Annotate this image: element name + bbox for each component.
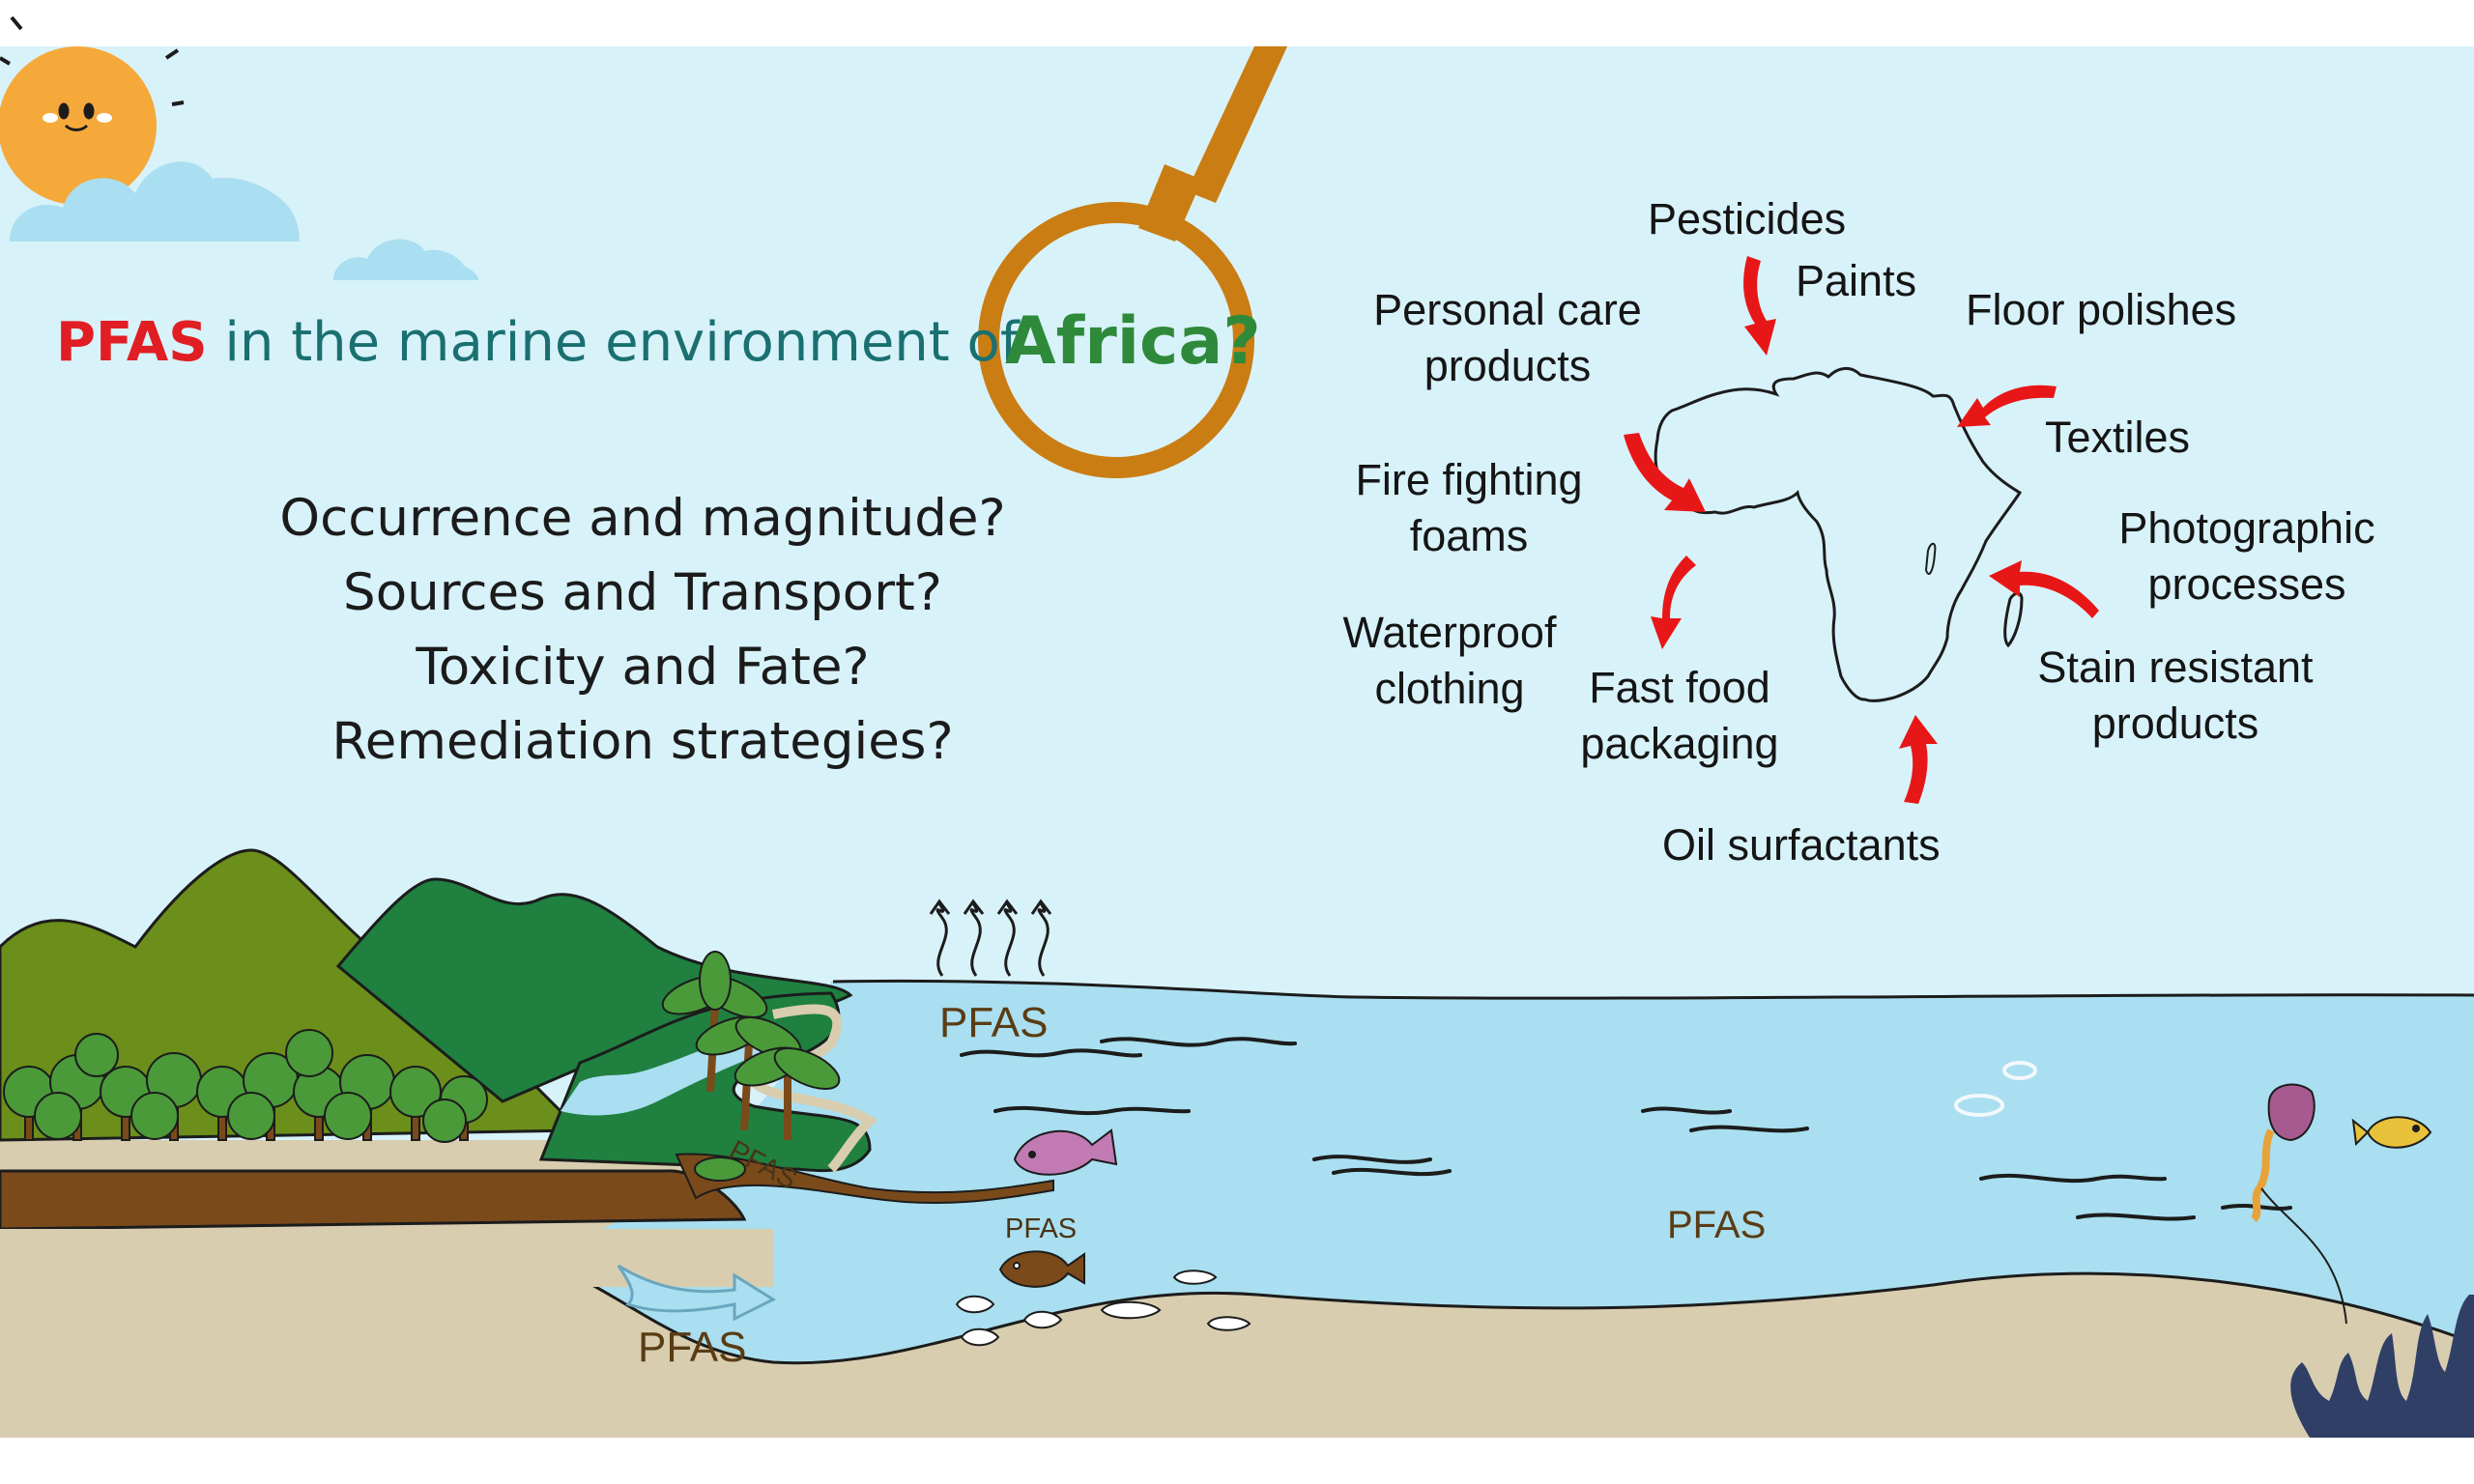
title-middle: in the marine environment of <box>224 311 1020 374</box>
jellyfish <box>2250 1083 2347 1325</box>
source-paints: Paints <box>1796 256 1917 305</box>
question-occurrence: Occurrence and magnitude? <box>279 489 1006 548</box>
source-pesticides: Pesticides <box>1648 194 1847 243</box>
source-photographic: Photographic processes <box>2107 500 2387 613</box>
fish-yellow <box>2351 1116 2432 1149</box>
evaporation-arrows <box>929 899 1052 977</box>
source-fast-food-line1: Fast food <box>1589 663 1770 712</box>
source-oil-surfactants: Oil surfactants <box>1662 820 1941 870</box>
source-stain-resistant-line1: Stain resistant <box>2037 642 2314 692</box>
source-stain-resistant: Stain resistant products <box>2026 640 2325 752</box>
source-stain-resistant-line2: products <box>2091 699 2259 748</box>
soil-strip-shore <box>675 1153 1054 1205</box>
cloud-large <box>10 161 300 242</box>
source-personal-care-line1: Personal care <box>1373 285 1642 334</box>
source-personal-care-line2: products <box>1424 341 1592 390</box>
coral <box>2290 1295 2474 1438</box>
groundwater-arrow <box>617 1264 777 1322</box>
question-toxicity: Toxicity and Fate? <box>416 638 870 697</box>
pfas-label-fish: PFAS <box>1005 1213 1078 1244</box>
lakes <box>1924 542 1937 575</box>
land-below-soil <box>0 1229 773 1287</box>
title: PFAS in the marine environment of <box>56 311 1020 374</box>
source-fast-food-line2: packaging <box>1580 719 1779 768</box>
source-personal-care: Personal care products <box>1363 282 1653 394</box>
red-arrows <box>1624 256 2099 804</box>
title-africa: Africa? <box>1005 303 1261 380</box>
title-pfas: PFAS <box>56 311 208 374</box>
source-waterproof-line1: Waterproof <box>1342 608 1557 657</box>
sea-surface-line <box>832 979 2474 1000</box>
source-fire-fighting: Fire fighting foams <box>1348 452 1590 564</box>
pfas-label-ocean: PFAS <box>1667 1204 1767 1246</box>
question-remediation: Remediation strategies? <box>331 712 954 771</box>
pfas-label-air: PFAS <box>939 999 1049 1046</box>
source-fast-food: Fast food packaging <box>1573 660 1786 772</box>
source-fire-fighting-line2: foams <box>1409 511 1529 560</box>
source-floor-polishes: Floor polishes <box>1966 285 2237 334</box>
question-sources: Sources and Transport? <box>343 563 942 622</box>
pfas-label-groundwater: PFAS <box>638 1324 747 1371</box>
cloud-small <box>333 239 478 280</box>
small-fish-school <box>955 1270 1251 1347</box>
sun <box>0 15 185 205</box>
bubbles <box>1954 1061 2037 1117</box>
fish-pink <box>1013 1128 1118 1176</box>
source-photographic-line1: Photographic <box>2118 503 2375 553</box>
source-fire-fighting-line1: Fire fighting <box>1355 455 1583 504</box>
magnifier <box>978 46 1287 478</box>
source-waterproof: Waterproof clothing <box>1334 605 1566 717</box>
soil-layer <box>0 1169 747 1231</box>
source-waterproof-line2: clothing <box>1374 664 1525 713</box>
forest <box>3 1029 488 1143</box>
research-questions: Occurrence and magnitude? Sources and Tr… <box>256 481 1029 779</box>
palm-trees <box>661 951 841 1182</box>
source-textiles: Textiles <box>2045 413 2191 462</box>
waves <box>960 1037 2292 1221</box>
fish-brown <box>998 1250 1085 1288</box>
source-photographic-line2: processes <box>2147 559 2346 609</box>
seabed-line <box>540 1259 2474 1365</box>
